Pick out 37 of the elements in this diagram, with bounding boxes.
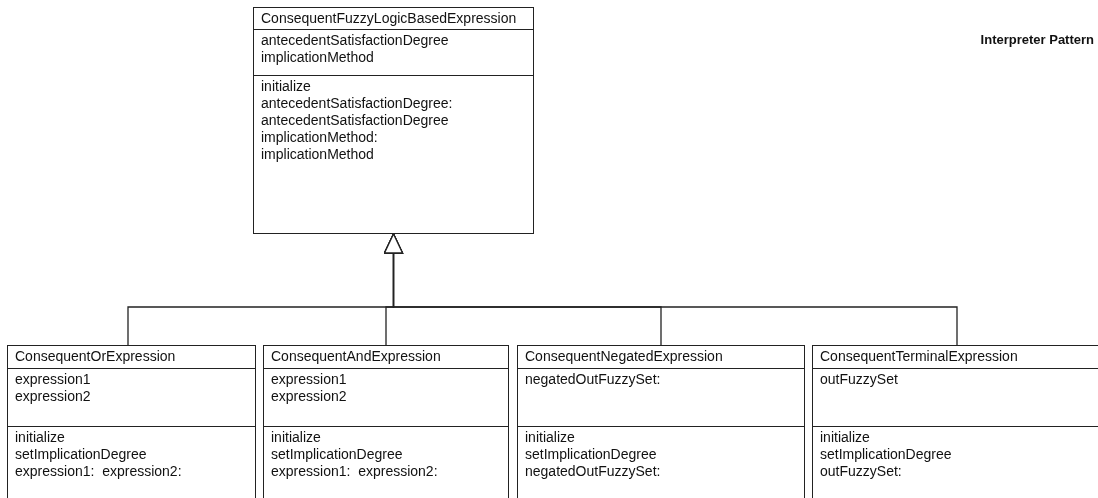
operation-text: initialize	[820, 429, 870, 446]
operation-text: outFuzzySet:	[820, 463, 902, 480]
operation-text: implicationMethod:	[261, 129, 378, 146]
attribute-text: expression1	[15, 371, 91, 388]
operation-text: initialize	[271, 429, 321, 446]
class-box	[517, 345, 805, 498]
operation-text: antecedentSatisfactionDegree:	[261, 95, 453, 112]
operation-text: initialize	[15, 429, 65, 446]
operation-text: setImplicationDegree	[820, 446, 952, 463]
operation-text: negatedOutFuzzySet:	[525, 463, 661, 480]
class-name: ConsequentOrExpression	[15, 348, 176, 365]
operation-text: initialize	[261, 78, 311, 95]
operation-text: initialize	[525, 429, 575, 446]
attribute-text: negatedOutFuzzySet:	[525, 371, 661, 388]
attribute-text: outFuzzySet	[820, 371, 898, 388]
class-box	[7, 345, 256, 498]
operation-text: expression1: expression2:	[271, 463, 438, 480]
diagram-title: Interpreter Pattern	[980, 32, 1094, 47]
attribute-text: expression2	[271, 388, 347, 405]
operation-text: antecedentSatisfactionDegree	[261, 112, 449, 129]
class-name: ConsequentNegatedExpression	[525, 348, 723, 365]
attribute-text: antecedentSatisfactionDegree	[261, 32, 449, 49]
operation-text: setImplicationDegree	[271, 446, 403, 463]
class-name: ConsequentTerminalExpression	[820, 348, 1018, 365]
operation-text: expression1: expression2:	[15, 463, 182, 480]
attribute-text: expression2	[15, 388, 91, 405]
operation-text: setImplicationDegree	[525, 446, 657, 463]
class-box	[263, 345, 509, 498]
class-name: ConsequentAndExpression	[271, 348, 441, 365]
attribute-text: expression1	[271, 371, 347, 388]
class-box	[812, 345, 1098, 498]
class-box	[253, 7, 534, 234]
class-name: ConsequentFuzzyLogicBasedExpression	[261, 10, 517, 27]
operation-text: setImplicationDegree	[15, 446, 147, 463]
generalization-arrow	[383, 233, 958, 346]
attribute-text: implicationMethod	[261, 49, 374, 66]
operation-text: implicationMethod	[261, 146, 374, 163]
